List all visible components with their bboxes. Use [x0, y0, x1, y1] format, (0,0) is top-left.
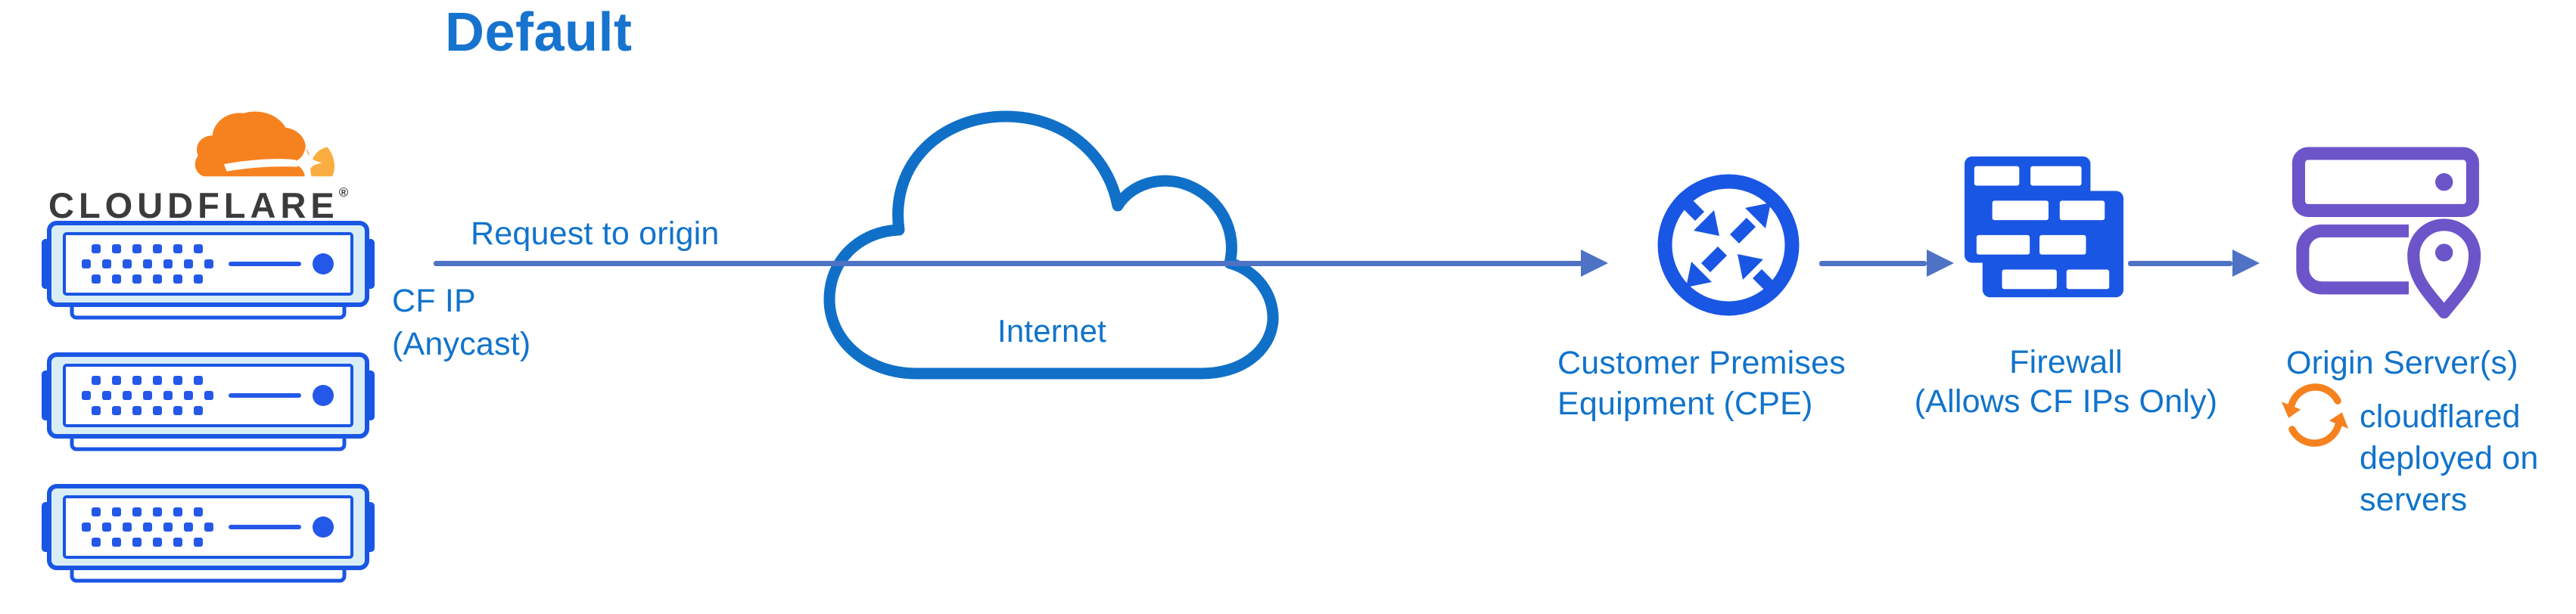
origin-server-label: Origin Server(s) [2286, 345, 2518, 381]
cpe-router-icon [1657, 174, 1800, 316]
cf-ip-anycast-label: CF IP (Anycast) [392, 280, 530, 366]
arrowhead-cpe-to-firewall [1927, 250, 1954, 277]
arrow-cpe-to-firewall [1819, 261, 1927, 266]
wordmark-text: CLOUDFLARE [48, 185, 339, 225]
edge-server-icon [42, 352, 375, 452]
edge-server-icon [42, 221, 375, 321]
cloudflared-label-line2: deployed on [2360, 440, 2539, 476]
registered-mark: ® [338, 185, 349, 200]
cpe-label-line1: Customer Premises [1557, 345, 1846, 381]
firewall-label-line1: Firewall [2009, 344, 2123, 380]
cpe-label: Customer Premises Equipment (CPE) [1557, 343, 1846, 424]
cpe-label-line2: Equipment (CPE) [1557, 386, 1813, 422]
origin-server-icon [2291, 147, 2481, 319]
cf-ip-line2: (Anycast) [392, 326, 531, 362]
logo-swoosh [223, 159, 298, 172]
firewall-icon [1965, 156, 2123, 298]
internet-label: Internet [997, 313, 1107, 349]
sync-icon [2281, 383, 2349, 447]
location-pin-icon [2407, 219, 2481, 319]
arrowhead-firewall-to-origin [2232, 250, 2260, 277]
cloudflared-label-line1: cloudflared [2360, 398, 2521, 435]
cloudflared-label-line3: servers [2360, 482, 2468, 518]
cloudflare-wordmark: CLOUDFLARE® [48, 185, 348, 226]
logo-flare-star [289, 146, 322, 180]
cloudflared-label: cloudflared deployed on servers [2360, 396, 2539, 521]
firewall-label-line2: (Allows CF IPs Only) [1914, 383, 2218, 420]
firewall-label: Firewall (Allows CF IPs Only) [1877, 343, 2255, 421]
logo-light-lobe [310, 147, 335, 177]
flow-arrow-line [434, 261, 1582, 266]
internet-cloud-icon [823, 110, 1279, 380]
edge-server-icon [42, 484, 375, 584]
request-to-origin-label: Request to origin [471, 216, 720, 252]
diagram-title: Default [445, 2, 633, 63]
flow-arrowhead [1581, 250, 1608, 277]
cf-ip-line1: CF IP [392, 283, 476, 319]
arrow-firewall-to-origin [2128, 261, 2232, 266]
cloudflare-cloud-icon [194, 111, 335, 180]
